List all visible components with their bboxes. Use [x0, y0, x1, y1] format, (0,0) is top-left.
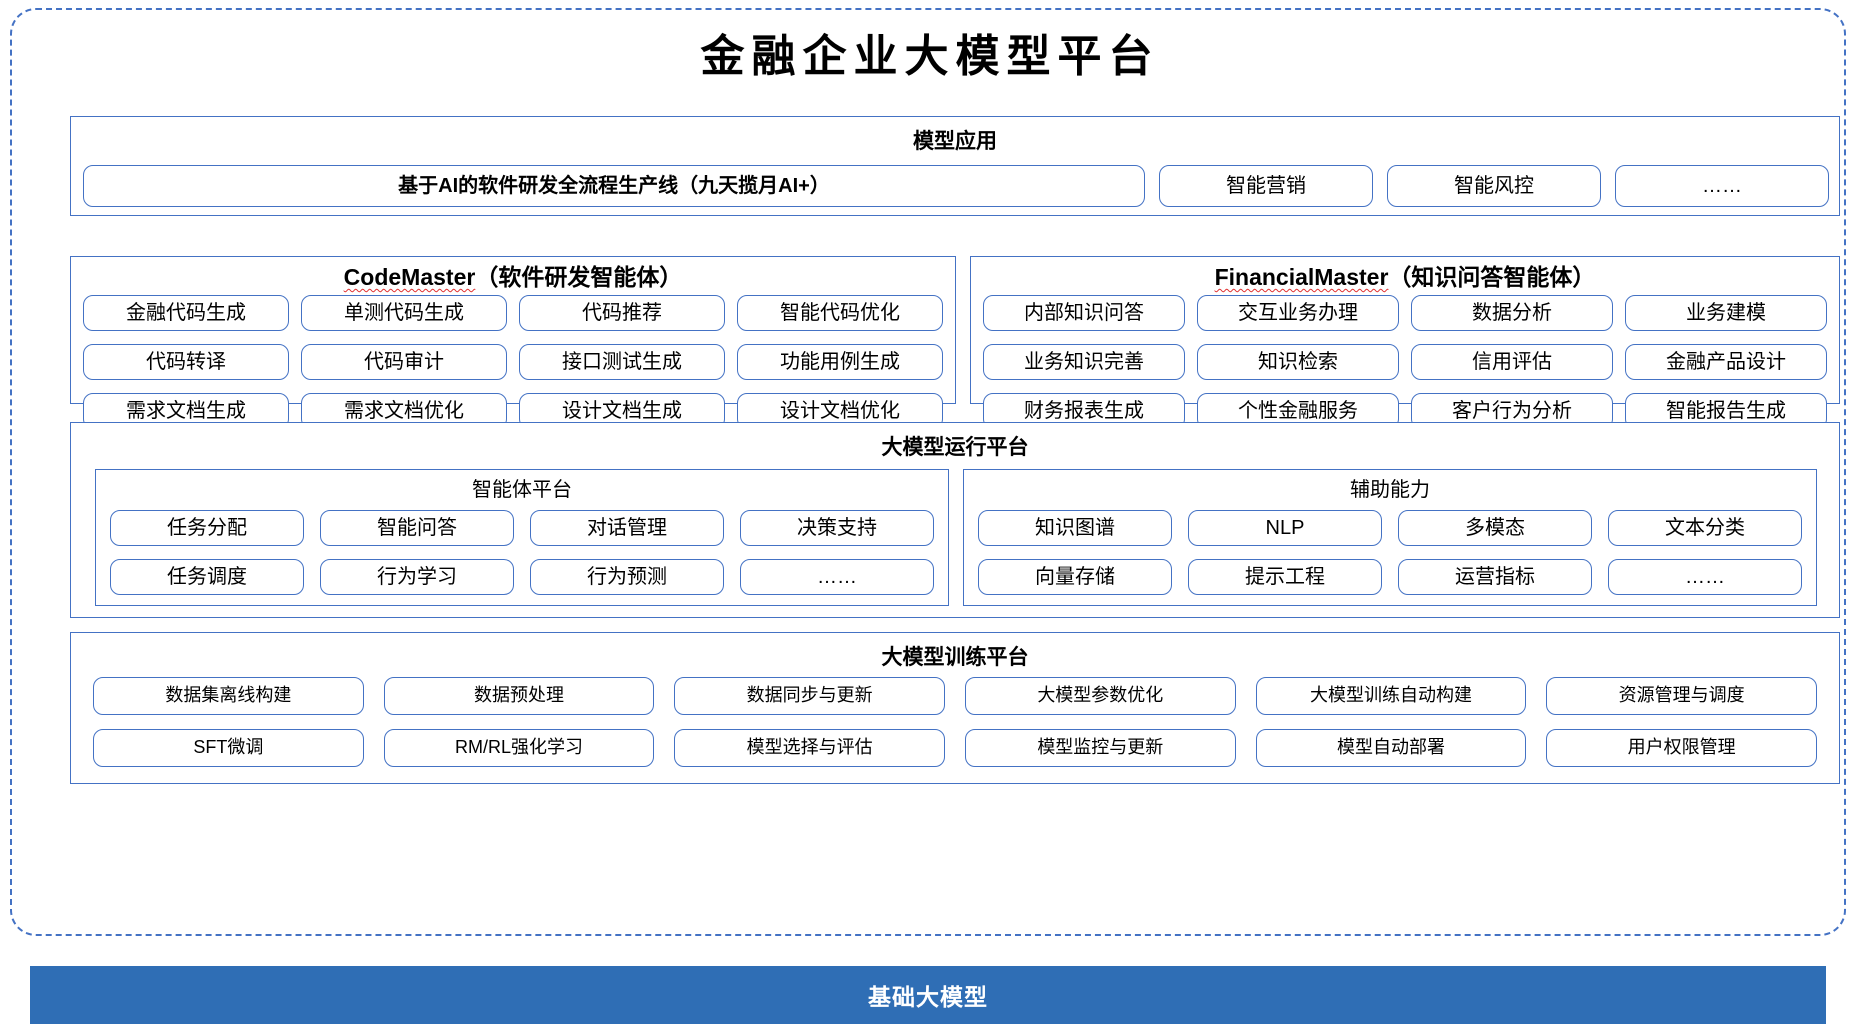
- training-pill-1[interactable]: 数据预处理: [383, 677, 655, 715]
- auxiliary-capability-item-grid: 知识图谱 NLP 多模态 文本分类 向量存储 提示工程 运营指标 ……: [978, 510, 1802, 595]
- codemaster-pill-6[interactable]: 接口测试生成: [519, 344, 725, 380]
- codemaster-subtitle: （软件研发智能体）: [475, 264, 683, 290]
- agent-platform-item-grid: 任务分配 智能问答 对话管理 决策支持 任务调度 行为学习 行为预测 ……: [110, 510, 934, 595]
- training-platform-item-grid: 数据集离线构建 数据预处理 数据同步与更新 大模型参数优化 大模型训练自动构建 …: [93, 677, 1817, 767]
- model-app-pill-2[interactable]: ……: [1615, 165, 1829, 207]
- training-pill-6[interactable]: SFT微调: [93, 729, 364, 767]
- training-pill-7[interactable]: RM/RL强化学习: [383, 729, 655, 767]
- codemaster-pill-3[interactable]: 智能代码优化: [737, 295, 943, 331]
- aux-capability-pill-2[interactable]: 多模态: [1398, 510, 1592, 546]
- subsection-title-agent-platform: 智能体平台: [472, 479, 572, 501]
- aux-capability-pill-3[interactable]: 文本分类: [1608, 510, 1802, 546]
- section-training-platform: 大模型训练平台 数据集离线构建 数据预处理 数据同步与更新 大模型参数优化 大模…: [70, 632, 1840, 784]
- section-codemaster: CodeMaster（软件研发智能体） 金融代码生成 单测代码生成 代码推荐 智…: [70, 256, 956, 429]
- agent-platform-pill-0[interactable]: 任务分配: [110, 510, 304, 546]
- financialmaster-pill-4[interactable]: 业务知识完善: [983, 344, 1185, 380]
- aux-capability-pill-0[interactable]: 知识图谱: [978, 510, 1172, 546]
- codemaster-pill-1[interactable]: 单测代码生成: [301, 295, 507, 331]
- section-title-codemaster: CodeMaster（软件研发智能体）: [71, 266, 955, 289]
- agent-platform-pill-1[interactable]: 智能问答: [320, 510, 514, 546]
- subsection-auxiliary-capability: 辅助能力 知识图谱 NLP 多模态 文本分类 向量存储 提示工程 运营指标 ……: [963, 469, 1817, 606]
- financialmaster-pill-5[interactable]: 知识检索: [1197, 344, 1399, 380]
- diagram-outer-frame: 金融企业大模型平台 模型应用 基于AI的软件研发全流程生产线（九天揽月AI+） …: [10, 8, 1846, 936]
- financialmaster-pill-1[interactable]: 交互业务办理: [1197, 295, 1399, 331]
- financialmaster-name: FinancialMaster: [1214, 264, 1389, 290]
- section-model-application: 模型应用 基于AI的软件研发全流程生产线（九天揽月AI+） 智能营销 智能风控 …: [70, 116, 1840, 216]
- subsection-agent-platform: 智能体平台 任务分配 智能问答 对话管理 决策支持 任务调度 行为学习 行为预测…: [95, 469, 949, 606]
- training-pill-2[interactable]: 数据同步与更新: [674, 677, 945, 715]
- codemaster-pill-7[interactable]: 功能用例生成: [737, 344, 943, 380]
- model-app-pill-0[interactable]: 智能营销: [1159, 165, 1373, 207]
- aux-capability-pill-7[interactable]: ……: [1608, 559, 1802, 595]
- aux-capability-pill-6[interactable]: 运营指标: [1398, 559, 1592, 595]
- model-app-pill-production-line[interactable]: 基于AI的软件研发全流程生产线（九天揽月AI+）: [83, 165, 1145, 207]
- model-application-items: 基于AI的软件研发全流程生产线（九天揽月AI+） 智能营销 智能风控 ……: [83, 165, 1829, 207]
- codemaster-pill-4[interactable]: 代码转译: [83, 344, 289, 380]
- financialmaster-pill-2[interactable]: 数据分析: [1411, 295, 1613, 331]
- training-pill-11[interactable]: 用户权限管理: [1546, 729, 1817, 767]
- section-title-model-application: 模型应用: [913, 130, 997, 153]
- agent-platform-pill-5[interactable]: 行为学习: [320, 559, 514, 595]
- financialmaster-pill-7[interactable]: 金融产品设计: [1625, 344, 1827, 380]
- training-pill-8[interactable]: 模型选择与评估: [674, 729, 945, 767]
- aux-capability-pill-1[interactable]: NLP: [1188, 510, 1382, 546]
- aux-capability-pill-5[interactable]: 提示工程: [1188, 559, 1382, 595]
- codemaster-name: CodeMaster: [343, 264, 476, 290]
- agent-platform-pill-7[interactable]: ……: [740, 559, 934, 595]
- page-title: 金融企业大模型平台: [700, 31, 1160, 82]
- training-pill-0[interactable]: 数据集离线构建: [93, 677, 364, 715]
- agent-platform-pill-3[interactable]: 决策支持: [740, 510, 934, 546]
- codemaster-pill-2[interactable]: 代码推荐: [519, 295, 725, 331]
- financialmaster-subtitle: （知识问答智能体）: [1388, 264, 1596, 290]
- agent-platform-pill-6[interactable]: 行为预测: [530, 559, 724, 595]
- foundation-model-bar: 基础大模型: [30, 966, 1826, 1024]
- financialmaster-pill-0[interactable]: 内部知识问答: [983, 295, 1185, 331]
- section-title-runtime-platform: 大模型运行平台: [881, 436, 1029, 459]
- financialmaster-pill-3[interactable]: 业务建模: [1625, 295, 1827, 331]
- section-financialmaster: FinancialMaster（知识问答智能体） 内部知识问答 交互业务办理 数…: [970, 256, 1840, 429]
- section-runtime-platform: 大模型运行平台 智能体平台 任务分配 智能问答 对话管理 决策支持 任务调度 行…: [70, 422, 1840, 618]
- section-title-training-platform: 大模型训练平台: [881, 646, 1029, 669]
- financialmaster-pill-6[interactable]: 信用评估: [1411, 344, 1613, 380]
- financialmaster-capability-grid: 内部知识问答 交互业务办理 数据分析 业务建模 业务知识完善 知识检索 信用评估…: [983, 295, 1827, 429]
- aux-capability-pill-4[interactable]: 向量存储: [978, 559, 1172, 595]
- codemaster-pill-0[interactable]: 金融代码生成: [83, 295, 289, 331]
- training-pill-4[interactable]: 大模型训练自动构建: [1255, 677, 1527, 715]
- codemaster-capability-grid: 金融代码生成 单测代码生成 代码推荐 智能代码优化 代码转译 代码审计 接口测试…: [83, 295, 943, 429]
- training-pill-5[interactable]: 资源管理与调度: [1546, 677, 1817, 715]
- agent-platform-pill-2[interactable]: 对话管理: [530, 510, 724, 546]
- agent-platform-pill-4[interactable]: 任务调度: [110, 559, 304, 595]
- subsection-title-auxiliary-capability: 辅助能力: [1350, 479, 1430, 501]
- section-title-financialmaster: FinancialMaster（知识问答智能体）: [971, 266, 1839, 289]
- model-app-pill-1[interactable]: 智能风控: [1387, 165, 1601, 207]
- training-pill-9[interactable]: 模型监控与更新: [964, 729, 1236, 767]
- training-pill-3[interactable]: 大模型参数优化: [964, 677, 1236, 715]
- foundation-model-label: 基础大模型: [868, 984, 988, 1010]
- codemaster-pill-5[interactable]: 代码审计: [301, 344, 507, 380]
- training-pill-10[interactable]: 模型自动部署: [1255, 729, 1527, 767]
